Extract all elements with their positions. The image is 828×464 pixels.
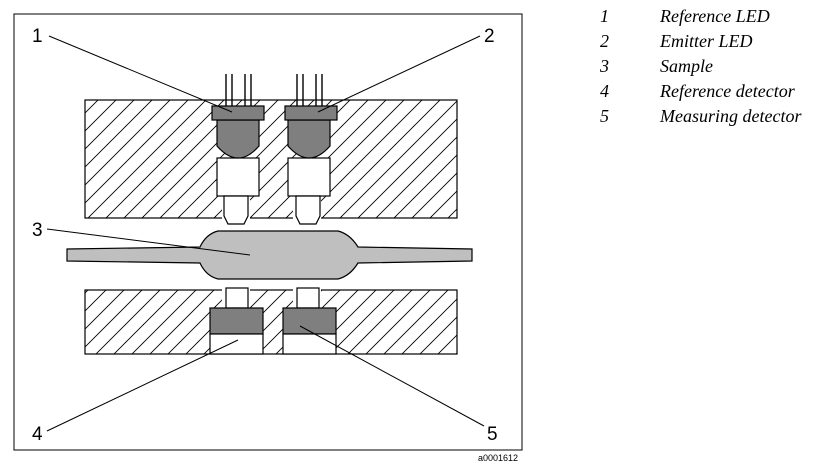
legend-label: Measuring detector — [660, 106, 802, 126]
legend-item: 4 Reference detector — [600, 79, 801, 104]
upper-housing-block — [84, 99, 458, 219]
sample-cuvette — [66, 230, 473, 280]
legend-item: 2 Emitter LED — [600, 29, 801, 54]
legend: 1 Reference LED 2 Emitter LED 3 Sample 4 Ref… — [600, 4, 801, 129]
callout-1: 1 — [32, 26, 43, 47]
led-leads — [225, 74, 323, 106]
legend-label: Reference LED — [660, 6, 770, 26]
legend-label: Reference detector — [660, 81, 795, 101]
callout-4: 4 — [32, 424, 43, 445]
figure-id: a0001612 — [478, 453, 518, 463]
callout-5: 5 — [487, 424, 498, 445]
legend-label: Sample — [660, 56, 713, 76]
legend-number: 2 — [600, 31, 609, 51]
callout-3: 3 — [32, 220, 43, 241]
legend-label: Emitter LED — [660, 31, 753, 51]
legend-item: 1 Reference LED — [600, 4, 801, 29]
legend-number: 5 — [600, 106, 609, 126]
legend-number: 3 — [600, 56, 609, 76]
legend-item: 5 Measuring detector — [600, 104, 801, 129]
legend-number: 1 — [600, 6, 609, 26]
legend-number: 4 — [600, 81, 609, 101]
legend-item: 3 Sample — [600, 54, 801, 79]
callout-2: 2 — [484, 26, 495, 47]
leader-lines — [46, 35, 485, 432]
reference-detector — [209, 287, 264, 355]
measuring-detector — [282, 287, 337, 355]
lower-housing-block — [84, 289, 458, 355]
figure-frame — [13, 13, 523, 451]
reference-led — [211, 105, 265, 225]
